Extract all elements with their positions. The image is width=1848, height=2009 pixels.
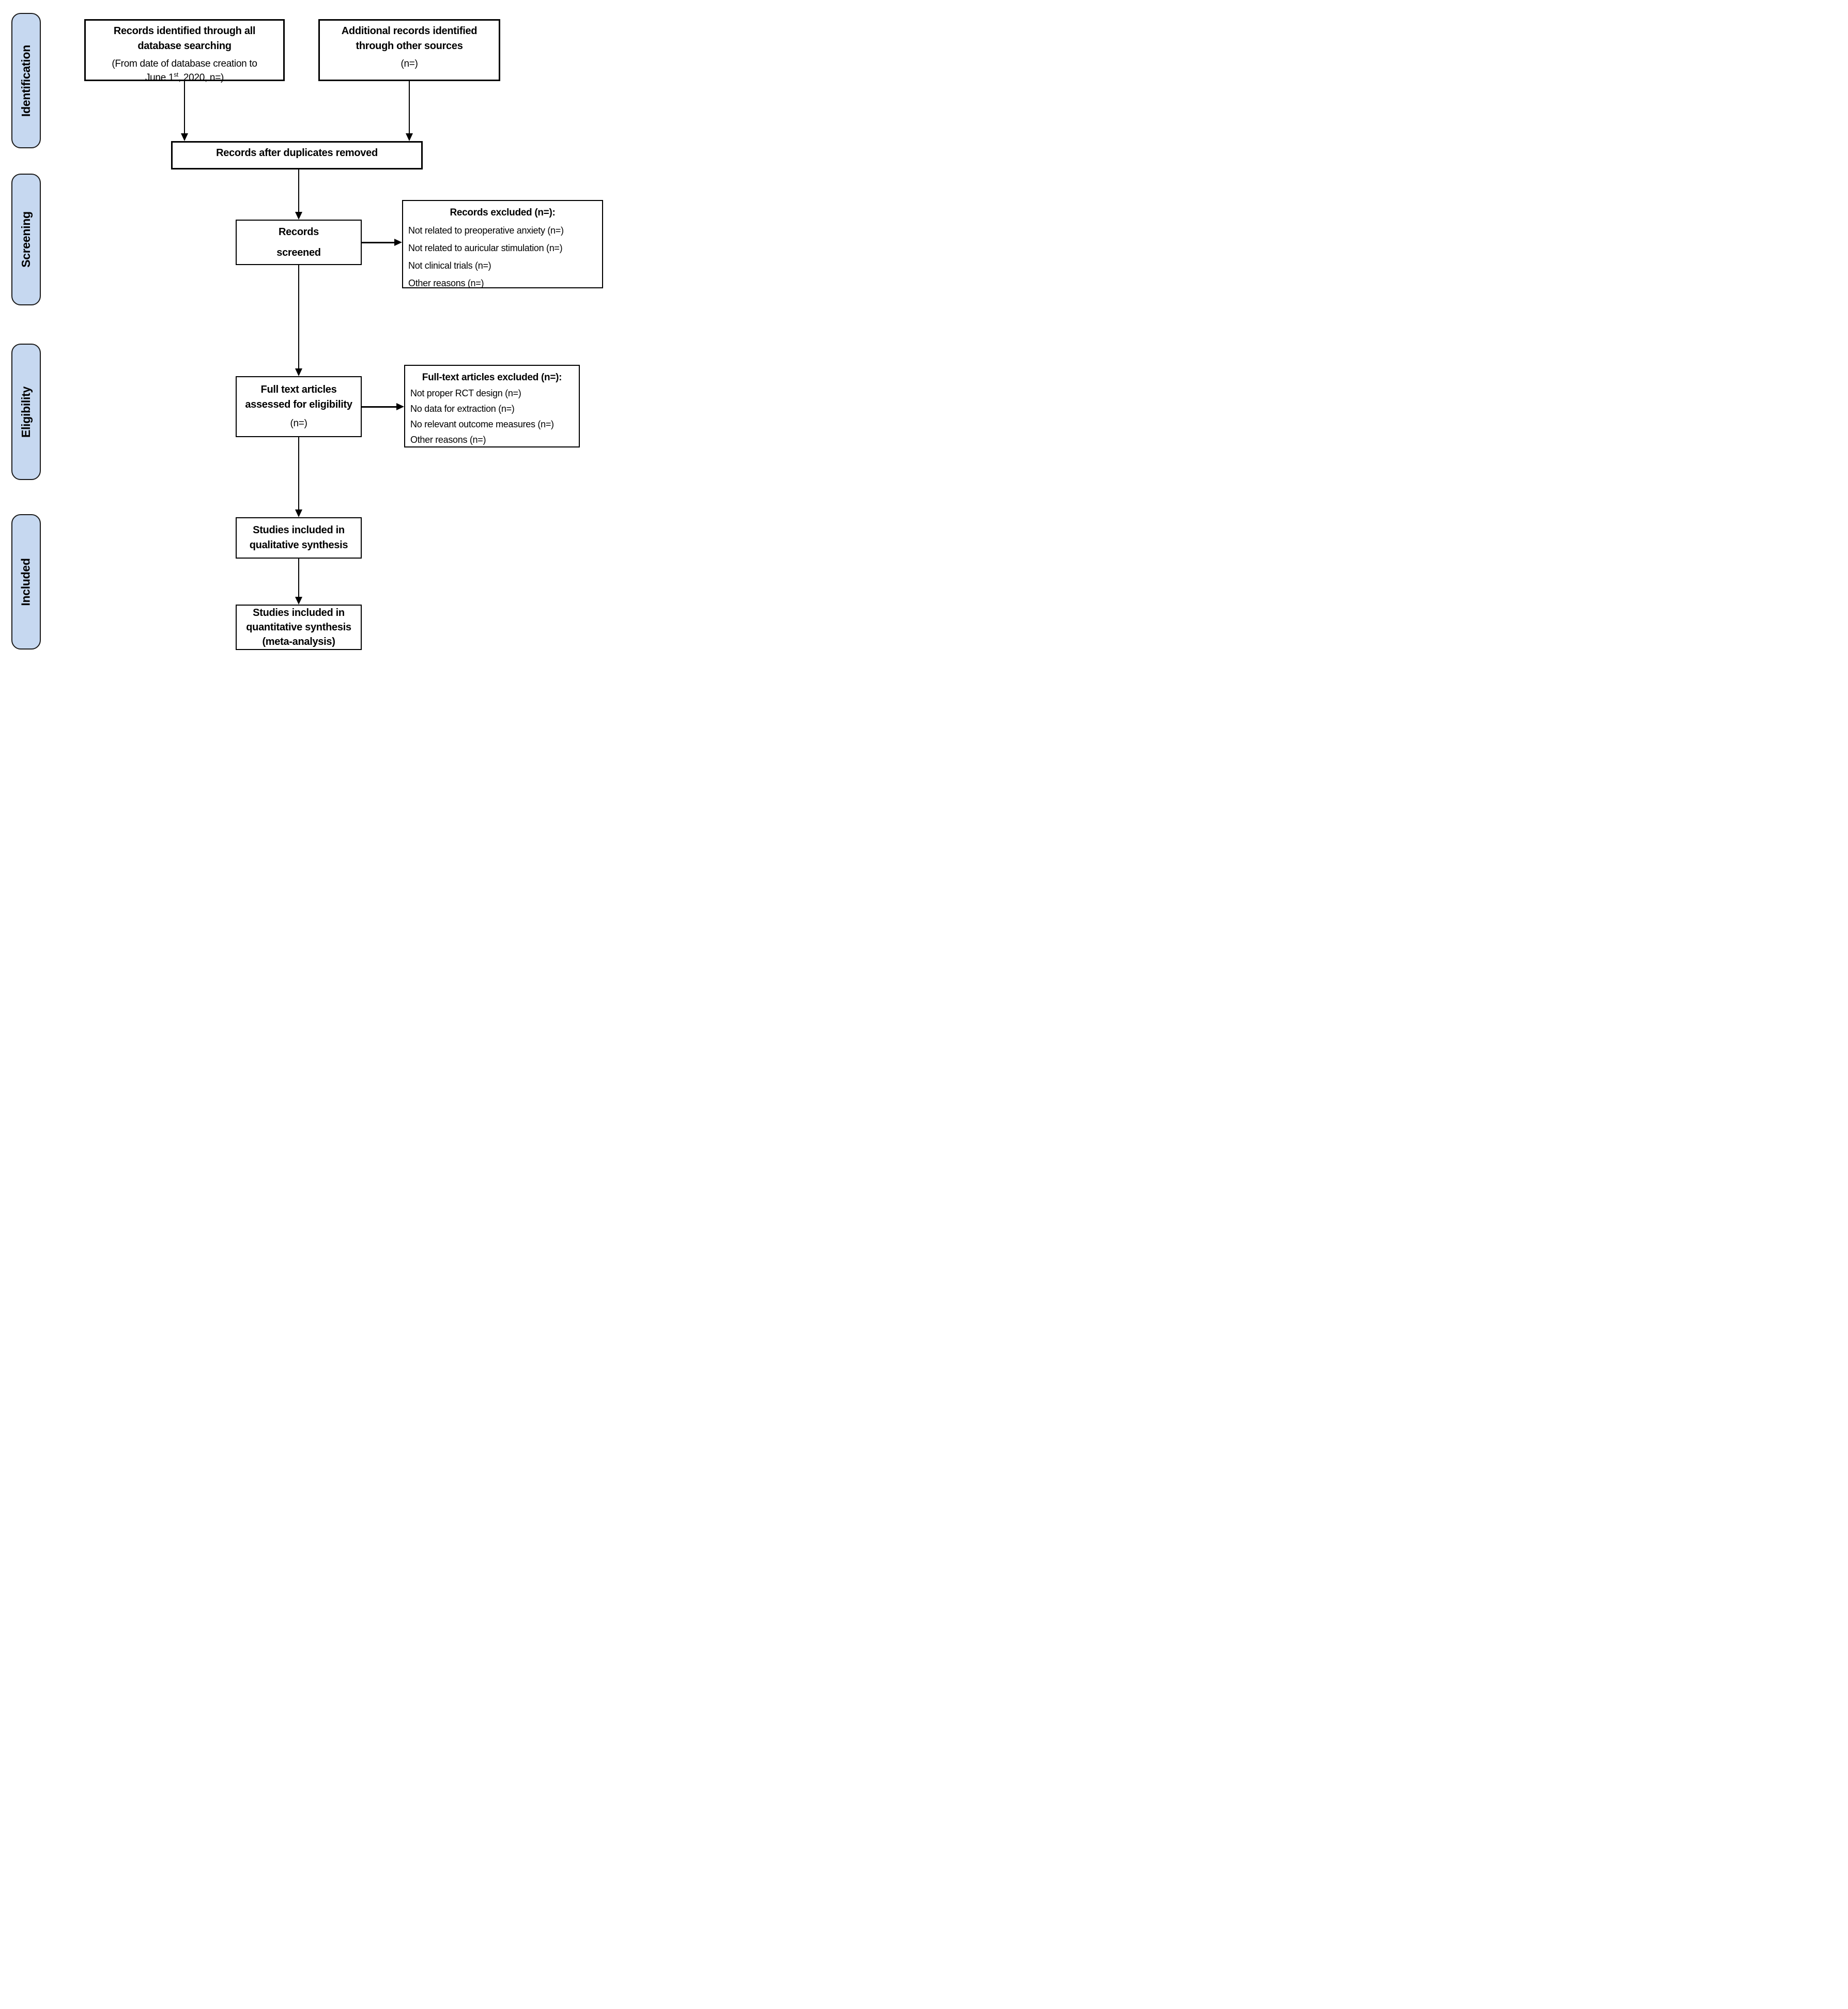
title-line: Records identified through all bbox=[113, 25, 256, 37]
box-full-text-assessed: Full text articles assessed for eligibil… bbox=[236, 376, 362, 437]
stage-identification: Identification bbox=[11, 13, 41, 148]
exclusion-reason: Other reasons (n=) bbox=[408, 278, 484, 288]
exclusion-reason: No data for extraction (n=) bbox=[410, 404, 515, 414]
box-full-text-excluded-title: Full-text articles excluded (n=): bbox=[422, 372, 562, 383]
title-line: through other sources bbox=[356, 40, 463, 52]
title-line: Records bbox=[279, 226, 319, 238]
title-line: qualitative synthesis bbox=[249, 539, 348, 551]
box-qualitative-synthesis-title: Studies included in qualitative synthesi… bbox=[250, 523, 348, 553]
stage-eligibility: Eligibility bbox=[11, 344, 41, 480]
exclusion-reason: Not related to preoperative anxiety (n=) bbox=[408, 225, 564, 236]
box-additional-records-title: Additional records identified through ot… bbox=[320, 24, 499, 54]
box-full-text-assessed-count: (n=) bbox=[290, 418, 307, 429]
box-duplicates-removed-title: Records after duplicates removed bbox=[216, 147, 378, 159]
title-line: assessed for eligibility bbox=[245, 399, 352, 411]
box-records-excluded: Records excluded (n=): Not related to pr… bbox=[402, 200, 603, 288]
title-line: (meta-analysis) bbox=[262, 636, 335, 647]
box-quantitative-synthesis: Studies included in quantitative synthes… bbox=[236, 605, 362, 650]
prisma-flow-diagram: Identification Screening Eligibility Inc… bbox=[0, 0, 616, 670]
title-line: Studies included in bbox=[253, 607, 345, 619]
box-records-identified-database-count: (From date of database creation to June … bbox=[86, 57, 283, 85]
arrow-duplicates-to-screened-line bbox=[298, 169, 299, 212]
box-records-excluded-title: Records excluded (n=): bbox=[450, 207, 556, 218]
arrow-qualitative-to-quantitative-line bbox=[298, 559, 299, 597]
arrow-qualitative-to-quantitative-head bbox=[295, 597, 302, 605]
exclusion-reason: Not clinical trials (n=) bbox=[408, 260, 491, 271]
box-full-text-excluded: Full-text articles excluded (n=): Not pr… bbox=[404, 365, 580, 447]
box-duplicates-removed: Records after duplicates removed bbox=[171, 141, 423, 169]
arrow-screened-to-fulltext-head bbox=[295, 368, 302, 376]
exclusion-reason: Not related to auricular stimulation (n=… bbox=[408, 243, 563, 253]
box-quantitative-synthesis-title: Studies included in quantitative synthes… bbox=[246, 606, 351, 649]
title-line: quantitative synthesis bbox=[246, 622, 351, 633]
title-line: Additional records identified bbox=[341, 25, 478, 37]
stage-included-label: Included bbox=[19, 558, 33, 606]
stage-screening-label: Screening bbox=[19, 211, 33, 268]
box-records-excluded-items: Not related to preoperative anxiety (n=)… bbox=[403, 222, 602, 292]
exclusion-reason: No relevant outcome measures (n=) bbox=[410, 419, 554, 429]
arrow-screened-to-excluded-head bbox=[394, 239, 402, 246]
arrow-other-sources-to-duplicates-line bbox=[409, 81, 410, 133]
stage-eligibility-label: Eligibility bbox=[19, 386, 33, 438]
arrow-fulltext-to-excluded-head bbox=[396, 403, 404, 410]
stage-identification-label: Identification bbox=[19, 44, 33, 117]
arrow-fulltext-to-qualitative-head bbox=[295, 509, 302, 517]
title-line: Studies included in bbox=[253, 524, 345, 536]
exclusion-reason: Not proper RCT design (n=) bbox=[410, 388, 521, 398]
sub-line: June 1st, 2020, n=) bbox=[145, 71, 224, 83]
arrow-screened-to-excluded-line bbox=[362, 242, 394, 243]
arrow-fulltext-to-excluded-line bbox=[362, 406, 396, 408]
box-records-screened-title: Records screened bbox=[276, 222, 321, 263]
box-additional-records-count: (n=) bbox=[401, 58, 418, 69]
box-qualitative-synthesis: Studies included in qualitative synthesi… bbox=[236, 517, 362, 559]
superscript-st: st bbox=[174, 71, 178, 79]
box-full-text-excluded-items: Not proper RCT design (n=) No data for e… bbox=[405, 385, 579, 447]
stage-included: Included bbox=[11, 514, 41, 650]
title-line: Full text articles bbox=[260, 384, 337, 396]
exclusion-reason: Other reasons (n=) bbox=[410, 435, 486, 445]
box-full-text-assessed-title: Full text articles assessed for eligibil… bbox=[245, 382, 352, 412]
arrow-database-to-duplicates-head bbox=[181, 133, 188, 141]
arrow-duplicates-to-screened-head bbox=[295, 212, 302, 220]
arrow-screened-to-fulltext-line bbox=[298, 265, 299, 368]
box-records-screened: Records screened bbox=[236, 220, 362, 265]
title-line: screened bbox=[276, 247, 321, 258]
arrow-other-sources-to-duplicates-head bbox=[406, 133, 413, 141]
box-additional-records: Additional records identified through ot… bbox=[318, 19, 500, 81]
box-records-identified-database-title: Records identified through all database … bbox=[86, 24, 283, 54]
sub-line: (From date of database creation to bbox=[112, 58, 257, 69]
title-line: database searching bbox=[137, 40, 232, 52]
arrow-database-to-duplicates-line bbox=[184, 81, 185, 133]
arrow-fulltext-to-qualitative-line bbox=[298, 437, 299, 509]
stage-screening: Screening bbox=[11, 174, 41, 305]
box-records-identified-database: Records identified through all database … bbox=[84, 19, 285, 83]
